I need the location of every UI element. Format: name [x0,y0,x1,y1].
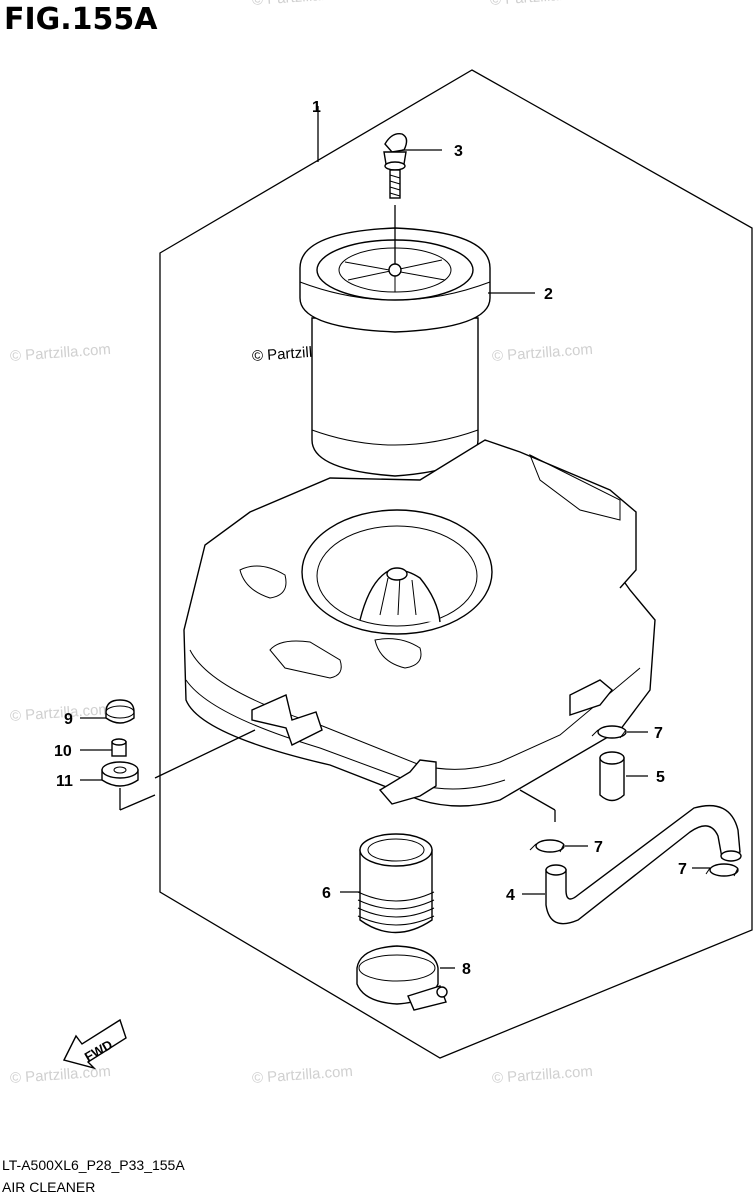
callout-7: 7 [654,725,663,742]
air-cleaner-case [183,439,656,807]
air-filter-element [299,227,491,477]
hose-clamp [356,945,448,1011]
grommet [101,761,139,787]
assembly-boundary [159,69,753,1059]
drain-hose [545,804,742,925]
mounting-bolt [105,699,135,724]
fwd-direction-arrow: FWD [62,1018,127,1070]
callout-11: 11 [56,773,73,790]
callout-7: 7 [678,861,687,878]
callout-2: 2 [544,286,553,303]
callout-6: 6 [322,885,331,902]
hose-clip [705,863,739,877]
wing-bolt [383,133,408,199]
short-hose [599,751,625,802]
callout-5: 5 [656,769,665,786]
callout-1: 1 [312,99,321,116]
collar [111,738,127,757]
callout-10: 10 [54,743,72,760]
model-code: LT-A500XL6_P28_P33_155A [2,1157,185,1173]
assembly-name: AIR CLEANER [2,1179,96,1195]
callout-9: 9 [64,711,73,728]
callout-3: 3 [454,143,463,160]
hose-clip [591,725,627,739]
callout-4: 4 [506,887,515,904]
callout-8: 8 [462,961,471,978]
figure-title: FIG.155A [4,2,158,37]
callout-7: 7 [594,839,603,856]
intake-tube [357,833,435,934]
hose-clip [529,839,565,853]
